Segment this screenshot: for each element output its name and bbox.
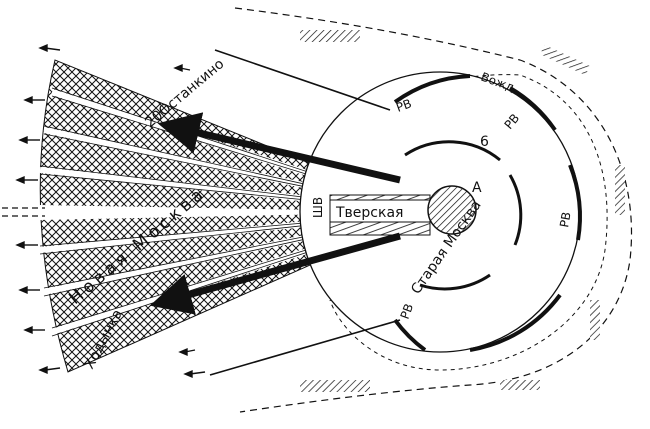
outer-ring-arcs [393, 74, 582, 352]
tverskaya-band [329, 194, 431, 236]
tverskaya-label: Тверская [335, 205, 403, 221]
inner-ring-arcs [404, 140, 523, 291]
boundary-lines [209, 49, 401, 376]
rv-top-label: РВ [394, 96, 413, 114]
rv-bottom-label: РВ [398, 302, 416, 321]
six-label: 6 [480, 134, 489, 150]
left-road [2, 207, 45, 217]
outer-hatch-marks [300, 30, 625, 392]
rv-right-label: РВ [557, 211, 573, 229]
shv-label: ШВ [311, 197, 325, 218]
inner-dashed-ring [329, 74, 608, 371]
outer-dashed-boundary [234, 7, 633, 413]
a-label: A [472, 180, 482, 196]
center-core [427, 185, 477, 235]
edge-arrows [15, 43, 206, 379]
growth-arrows [149, 112, 401, 315]
